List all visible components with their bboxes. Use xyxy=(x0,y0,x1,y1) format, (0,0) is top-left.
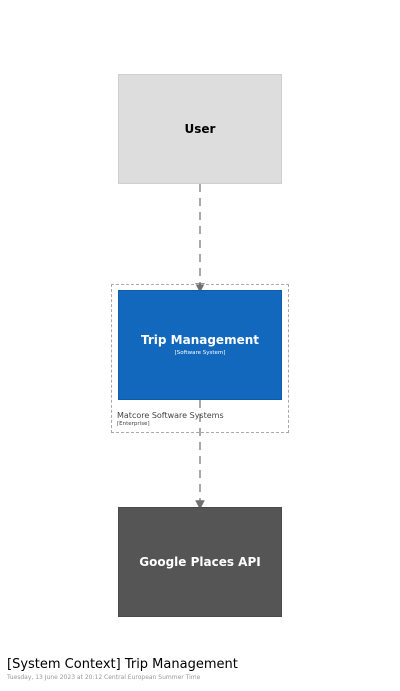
google-places-api-node[interactable]: Google Places API xyxy=(118,507,282,617)
google-node-title: Google Places API xyxy=(139,555,261,569)
enterprise-boundary[interactable] xyxy=(111,284,289,433)
user-node-title: User xyxy=(184,122,216,136)
user-person-node[interactable]: User xyxy=(118,74,282,184)
trip-node-tag: [Software System] xyxy=(174,350,226,356)
diagram-title: [System Context] Trip Management xyxy=(7,657,238,672)
diagram-date: Tuesday, 13 June 2023 at 20:12 Central E… xyxy=(7,674,201,681)
trip-node-title: Trip Management xyxy=(141,333,259,347)
boundary-label: Matcore Software Systems xyxy=(117,411,224,420)
trip-management-system-node[interactable]: Trip Management [Software System] xyxy=(118,290,282,400)
boundary-tag: [Enterprise] xyxy=(117,421,150,427)
